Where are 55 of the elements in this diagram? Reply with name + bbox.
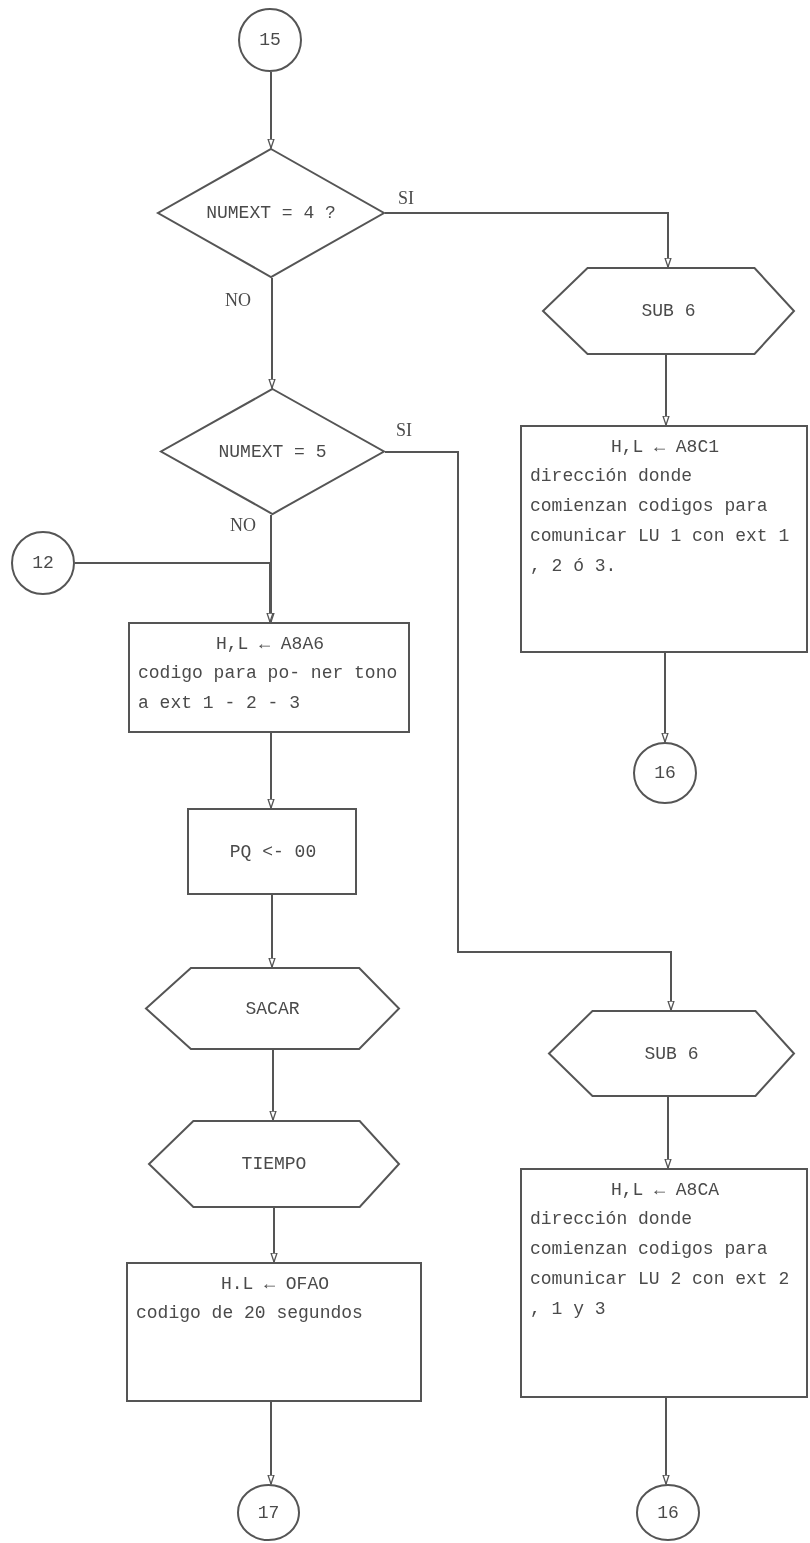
node-text: dirección donde comienzan codigos para comunicar LU 1 con ext 1 , 2 ó 3. [530,465,791,578]
node-text: NUMEXT = 4 ? [206,202,336,225]
arrow [269,1049,277,1121]
connector-circle [237,1484,300,1541]
subroutine-hexagon [148,1120,400,1208]
arrow [662,1397,670,1485]
arrow [268,277,276,389]
node-text: 16 [654,762,676,785]
node-text: SUB 6 [644,1042,699,1066]
node-text: H.L ← OFAO [220,1273,330,1296]
arrow [267,1401,275,1485]
node-text: 12 [32,552,54,575]
arrow [74,562,274,623]
node-text: PQ <- 00 [228,840,318,864]
arrow [270,1207,278,1263]
process-box [187,808,357,895]
node-text: codigo de 20 segundos [136,1302,364,1325]
process-box [126,1262,422,1402]
process-box [520,425,808,653]
process-box [128,622,410,733]
edge-label: SI [396,420,412,440]
arrow [267,514,275,623]
arrow [384,212,672,268]
edge-label: SI [398,188,414,208]
arrow [384,451,675,1011]
edge-label: NO [230,515,256,535]
connector-circle [633,742,697,804]
subroutine-hexagon [145,967,400,1050]
arrow [664,1096,672,1169]
node-text: H,L ← A8CA [610,1179,720,1202]
connector-circle [238,8,302,72]
node-text: 15 [259,29,281,52]
arrow [662,354,670,426]
node-text: H,L ← A8C1 [610,436,720,459]
arrow [661,652,669,743]
decision-diamond [160,388,385,515]
subroutine-hexagon [548,1010,795,1097]
connector-circle [11,531,75,595]
subroutine-hexagon [542,267,795,355]
node-text: TIEMPO [241,1153,307,1176]
edge-label: NO [225,290,251,310]
node-text: dirección donde comienzan codigos para comunicar LU 2 con ext 2 , 1 y 3 [530,1208,791,1321]
process-box [520,1168,808,1398]
node-text: 16 [657,1501,679,1525]
arrow [267,732,275,809]
node-text: NUMEXT = 5 [218,440,327,464]
node-text: SUB 6 [641,300,696,323]
decision-diamond [157,148,385,278]
node-text: H,L ← A8A6 [215,633,325,656]
node-text: SACAR [245,997,300,1021]
arrow [268,894,276,968]
node-text: codigo para po- ner tono a ext 1 - 2 - 3 [138,662,399,715]
arrow [267,71,275,149]
connector-circle [636,1484,700,1541]
node-text: 17 [257,1501,280,1525]
